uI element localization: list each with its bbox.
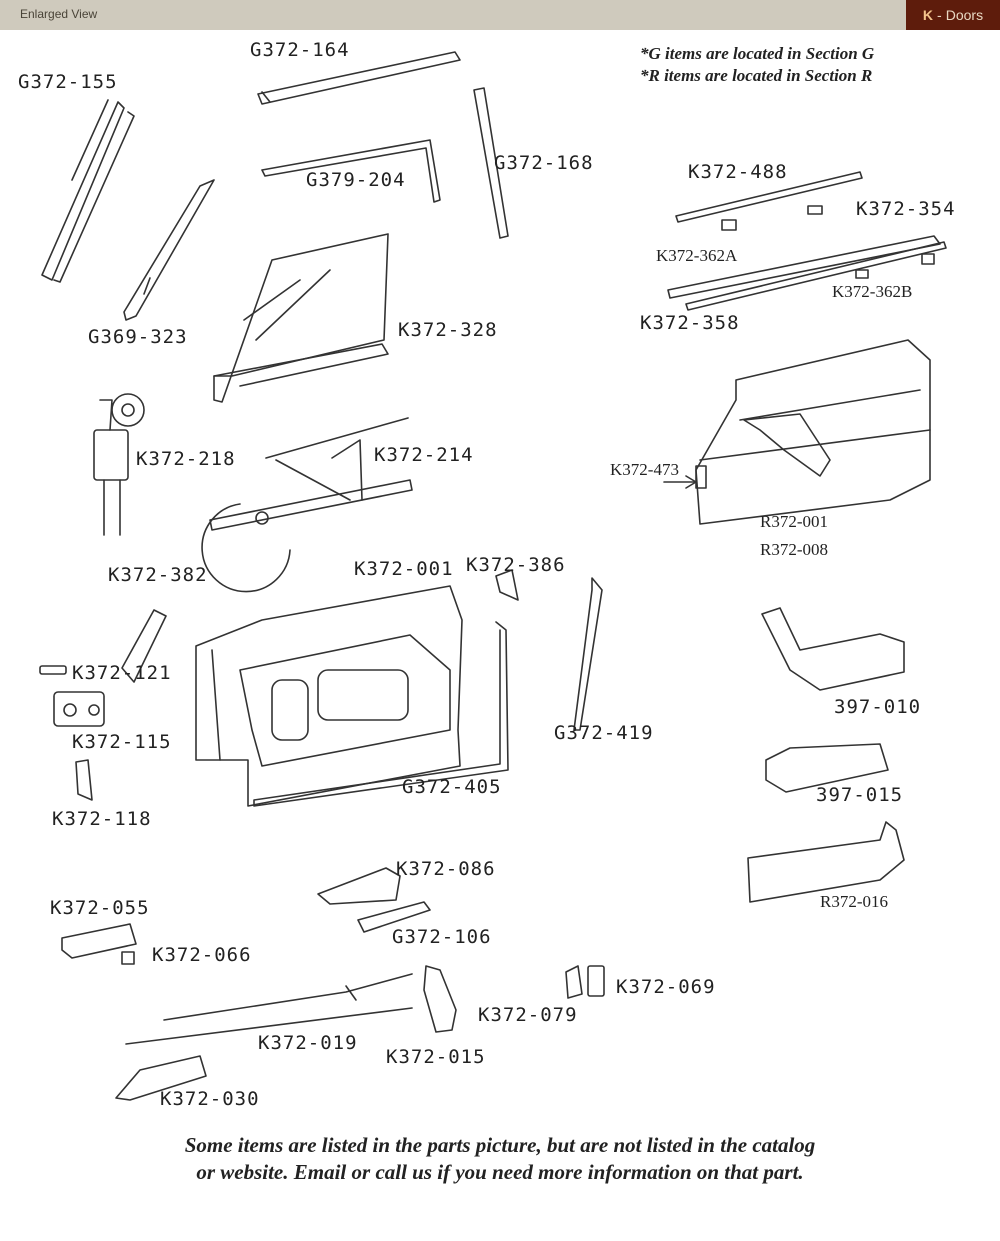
part-label[interactable]: K372-354 [856, 198, 956, 220]
window-channel-illustration [41, 99, 135, 283]
part-label[interactable]: G372-106 [392, 926, 492, 948]
section-separator: - [937, 7, 942, 23]
door-panel-illustration [695, 339, 931, 525]
clip-illustration [495, 569, 519, 601]
part-label[interactable]: K372-473 [610, 460, 679, 479]
run-channel-illustration [123, 179, 215, 321]
door-latch-illustration [53, 691, 105, 727]
section-letter: K [922, 7, 934, 23]
linkage-rods-illustration [125, 973, 413, 1045]
part-label[interactable]: K372-079 [478, 1004, 578, 1026]
outside-handle-illustration [317, 867, 431, 933]
part-label[interactable]: G372-164 [250, 39, 350, 61]
footer-line-1: Some items are listed in the parts pictu… [184, 1133, 816, 1157]
small-clip-illustration [39, 665, 67, 675]
note-section-g: *G items are located in Section G [640, 44, 875, 63]
door-glass-illustration [213, 233, 389, 403]
top-weatherstrip-illustration [257, 51, 461, 105]
part-label[interactable]: K372-121 [72, 662, 172, 684]
part-label[interactable]: K372-488 [688, 161, 788, 183]
part-label[interactable]: K372-362B [832, 282, 913, 301]
belt-strips-illustration [667, 171, 947, 311]
part-label[interactable]: R372-016 [820, 892, 888, 911]
enlarged-view-label: Enlarged View [20, 7, 98, 21]
part-label[interactable]: K372-214 [374, 444, 474, 466]
release-handle-illustration [115, 1055, 207, 1101]
section-tab[interactable]: K - Doors [906, 0, 1000, 30]
part-label[interactable]: K372-386 [466, 554, 566, 576]
part-label[interactable]: K372-069 [616, 976, 716, 998]
part-label[interactable]: K372-118 [52, 808, 152, 830]
bracket-illustration [75, 759, 93, 801]
part-label[interactable]: K372-328 [398, 319, 498, 341]
striker-illustration [565, 965, 605, 999]
roof-rail-illustration [261, 139, 441, 203]
part-label[interactable]: G372-405 [402, 776, 502, 798]
part-label[interactable]: K372-019 [258, 1032, 358, 1054]
parts-diagram: *G items are located in Section G *R ite… [0, 30, 1000, 1160]
parts-illustration [39, 51, 947, 1101]
part-label[interactable]: K372-030 [160, 1088, 260, 1110]
part-label[interactable]: K372-015 [386, 1046, 486, 1068]
part-label[interactable]: K372-358 [640, 312, 740, 334]
footer-disclaimer: Some items are listed in the parts pictu… [0, 1132, 1000, 1186]
part-label[interactable]: K372-055 [50, 897, 150, 919]
armrest-base-illustration [747, 821, 905, 903]
part-label[interactable]: K372-362A [656, 246, 738, 265]
part-label[interactable]: R372-008 [760, 540, 828, 559]
part-label[interactable]: G379-204 [306, 169, 406, 191]
top-bar: Enlarged View K - Doors [0, 0, 1000, 30]
armrest-pad-illustration [765, 743, 889, 793]
section-name: Doors [945, 7, 984, 23]
trim-piece-illustration [121, 609, 167, 683]
part-label[interactable]: G369-323 [88, 326, 188, 348]
part-label[interactable]: K372-382 [108, 564, 208, 586]
footer-line-2: or website. Email or call us if you need… [196, 1160, 804, 1184]
part-label[interactable]: 397-015 [816, 784, 904, 806]
part-label[interactable]: K372-115 [72, 731, 172, 753]
door-shell-illustration [195, 585, 463, 807]
window-regulator-illustration [201, 417, 413, 593]
part-label[interactable]: K372-066 [152, 944, 252, 966]
part-label[interactable]: G372-168 [494, 152, 594, 174]
door-seal-illustration [253, 621, 509, 807]
part-label[interactable]: 397-010 [834, 696, 922, 718]
vertical-strip-illustration [573, 577, 603, 731]
part-label[interactable]: R372-001 [760, 512, 828, 531]
lock-mechanism-illustration [423, 965, 457, 1033]
part-label[interactable]: K372-086 [396, 858, 496, 880]
part-label[interactable]: G372-419 [554, 722, 654, 744]
part-label[interactable]: G372-155 [18, 71, 118, 93]
window-motor-illustration [93, 393, 145, 536]
part-label[interactable]: K372-001 [354, 558, 454, 580]
arrow-pointer-illustration [663, 475, 697, 489]
vertical-seal-illustration [473, 87, 509, 239]
armrest-illustration [761, 607, 905, 691]
inside-handle-illustration [61, 923, 137, 965]
note-section-r: *R items are located in Section R [640, 66, 873, 85]
part-label[interactable]: K372-218 [136, 448, 236, 470]
